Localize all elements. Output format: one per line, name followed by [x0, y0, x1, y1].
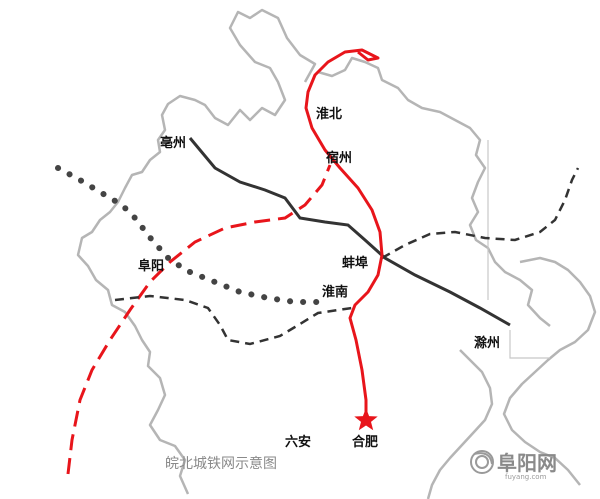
city-label-huaibei: 淮北 [315, 106, 342, 122]
black-dashed-line-east [381, 167, 580, 260]
region-boundary-north [317, 56, 551, 327]
city-label-suzhou: 宿州 [326, 150, 352, 166]
city-label-huainan: 淮南 [321, 284, 348, 300]
city-label-hefei: 合肥 [352, 434, 378, 450]
city-label-luan: 六安 [285, 434, 311, 450]
swirl-logo-icon [470, 450, 494, 474]
red-solid-line [304, 48, 384, 418]
map-caption: 皖北城铁网示意图 [165, 455, 277, 472]
region-boundary [76, 8, 317, 495]
watermark-name: 阜阳网 [497, 451, 557, 475]
city-label-fuyang: 阜阳 [138, 258, 164, 274]
region-boundary-south [426, 349, 494, 499]
watermark-url: fuyang.com [505, 473, 547, 481]
city-label-bozhou: 亳州 [160, 135, 186, 151]
black-dashed-line-south [114, 294, 353, 346]
black-solid-line [188, 137, 511, 327]
city-label-bengbu: 蚌埠 [342, 255, 368, 271]
dotted-line [55, 165, 323, 305]
city-label-chuzhou: 滁州 [474, 335, 500, 351]
watermark: 阜阳网 fuyang.com [470, 450, 557, 481]
red-dashed-line [66, 164, 332, 475]
region-boundary-inner-east [487, 140, 550, 359]
star-icon [354, 408, 378, 431]
region-boundary-east [502, 256, 597, 486]
